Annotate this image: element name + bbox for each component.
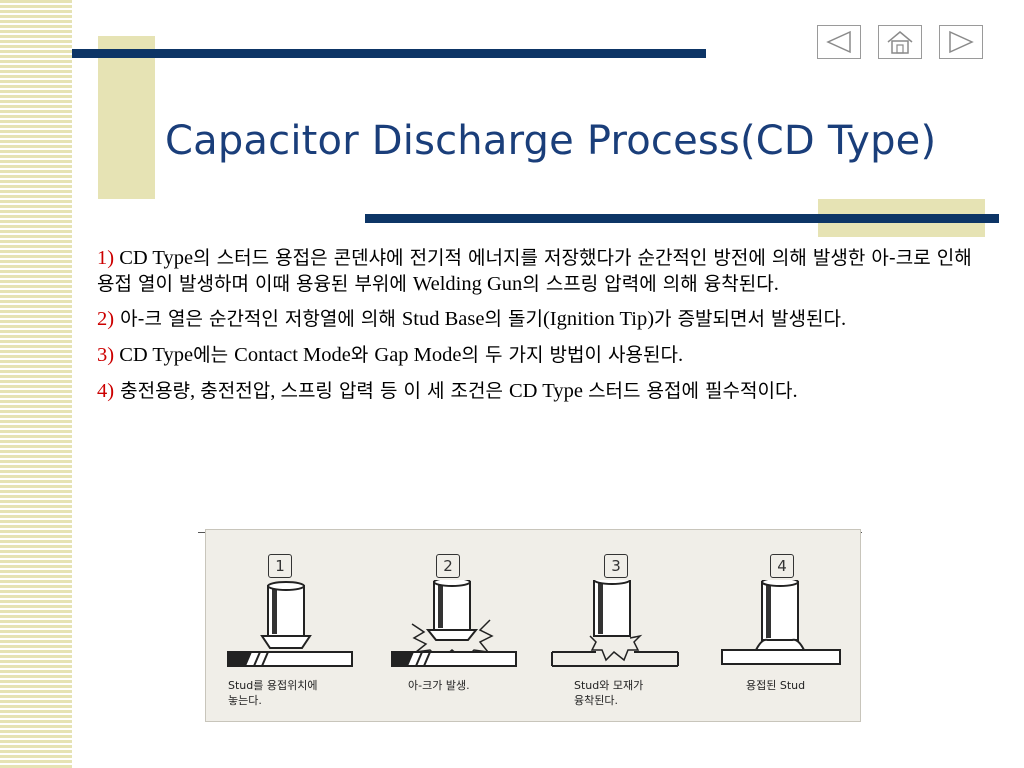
paragraph-4: 4) 충전용량, 충전전압, 스프링 압력 등 이 세 조건은 CD Type … <box>97 379 992 405</box>
paragraph-text: 가 증발되면서 발생된다 <box>654 308 841 331</box>
paragraph-text: Gap Mode <box>374 343 462 366</box>
paragraph-number: 1) <box>97 247 115 269</box>
paragraph-text: Contact Mode <box>234 343 351 366</box>
paragraph-text: . <box>773 272 779 295</box>
paragraph-text: 충전용량 <box>114 379 191 402</box>
welding-process-figure: 1 Stud를 용접위치에 놓는다. 2 <box>205 529 861 722</box>
prev-slide-button[interactable] <box>817 25 861 59</box>
paragraph-text: . <box>840 308 847 331</box>
step-caption: Stud와 모재가 융착된다. <box>574 679 644 708</box>
arc-generation-drawing <box>391 580 517 667</box>
step-caption: 아-크가 발생. <box>408 679 470 692</box>
paragraph-text: 스프링 압력 등 이 세 조건은 <box>280 379 509 402</box>
paragraph-2: 2) 아-크 열은 순간적인 저항열에 의해 Stud Base의 돌기(Ign… <box>97 307 992 333</box>
fusion-drawing <box>551 580 679 667</box>
paragraph-text: CD Type <box>509 379 589 402</box>
paragraph-text: 스터드 용접에 필수적이다 <box>588 379 793 402</box>
paragraph-text: , <box>190 379 201 402</box>
slide-title: Capacitor Discharge Process(CD Type) <box>165 118 937 164</box>
paragraph-text: 의 스프링 압력에 의해 융착된다 <box>522 272 774 295</box>
paragraph-text: Stud Base <box>401 308 485 331</box>
paragraph-text: 의 스터드 용접은 콘덴샤에 전기적 에너지를 저장했다가 순간적인 방전에 의… <box>97 247 972 295</box>
paragraph-text: 충전전압 <box>200 379 271 402</box>
paragraph-number: 4) <box>97 379 115 402</box>
step-number: 4 <box>770 554 794 578</box>
paragraph-text: . <box>792 379 798 402</box>
figure-step-2: 2 아-크가 발생. <box>370 530 534 721</box>
paragraph-text: 의 돌기 <box>484 308 543 331</box>
home-icon <box>885 29 915 55</box>
slide-body: 1) CD Type의 스터드 용접은 콘덴샤에 전기적 에너지를 저장했다가 … <box>97 246 992 414</box>
decorative-line-top <box>72 49 706 58</box>
paragraph-number: 3) <box>97 343 115 366</box>
step-number: 2 <box>436 554 460 578</box>
paragraph-text: 와 <box>350 343 375 366</box>
paragraph-text: Welding Gun <box>412 272 523 295</box>
paragraph-text: . <box>677 343 684 366</box>
paragraph-3: 3) CD Type에는 Contact Mode와 Gap Mode의 두 가… <box>97 343 992 369</box>
figure-step-3: 3 Stud와 모재가 융착된다. <box>534 530 698 721</box>
decorative-line-middle <box>365 214 999 223</box>
welded-stud-drawing <box>721 580 841 665</box>
next-slide-button[interactable] <box>939 25 983 59</box>
step-number: 1 <box>268 554 292 578</box>
paragraph-text: 의 두 가지 방법이 사용된다 <box>461 343 678 366</box>
figure-step-1: 1 Stud를 용접위치에 놓는다. <box>206 530 370 721</box>
figure-step-4: 4 용접된 Stud <box>698 530 860 721</box>
paragraph-text: CD Type <box>114 247 194 269</box>
step-caption: Stud를 용접위치에 놓는다. <box>228 679 318 708</box>
triangle-right-icon <box>946 30 976 54</box>
step-number: 3 <box>604 554 628 578</box>
paragraph-text: 아-크 열은 순간적인 저항열에 의해 <box>114 308 402 331</box>
paragraph-text: (Ignition Tip) <box>542 308 655 331</box>
stud-placement-drawing <box>227 581 353 667</box>
triangle-left-icon <box>824 30 854 54</box>
paragraph-text: CD Type <box>114 343 194 366</box>
paragraph-number: 2) <box>97 308 115 331</box>
paragraph-text: 에는 <box>193 343 235 366</box>
home-button[interactable] <box>878 25 922 59</box>
step-caption: 용접된 Stud <box>746 679 806 692</box>
decorative-stripes <box>0 0 72 768</box>
paragraph-1: 1) CD Type의 스터드 용접은 콘덴샤에 전기적 에너지를 저장했다가 … <box>97 246 992 297</box>
paragraph-text: , <box>270 379 281 402</box>
decorative-tan-block-left <box>98 36 155 199</box>
